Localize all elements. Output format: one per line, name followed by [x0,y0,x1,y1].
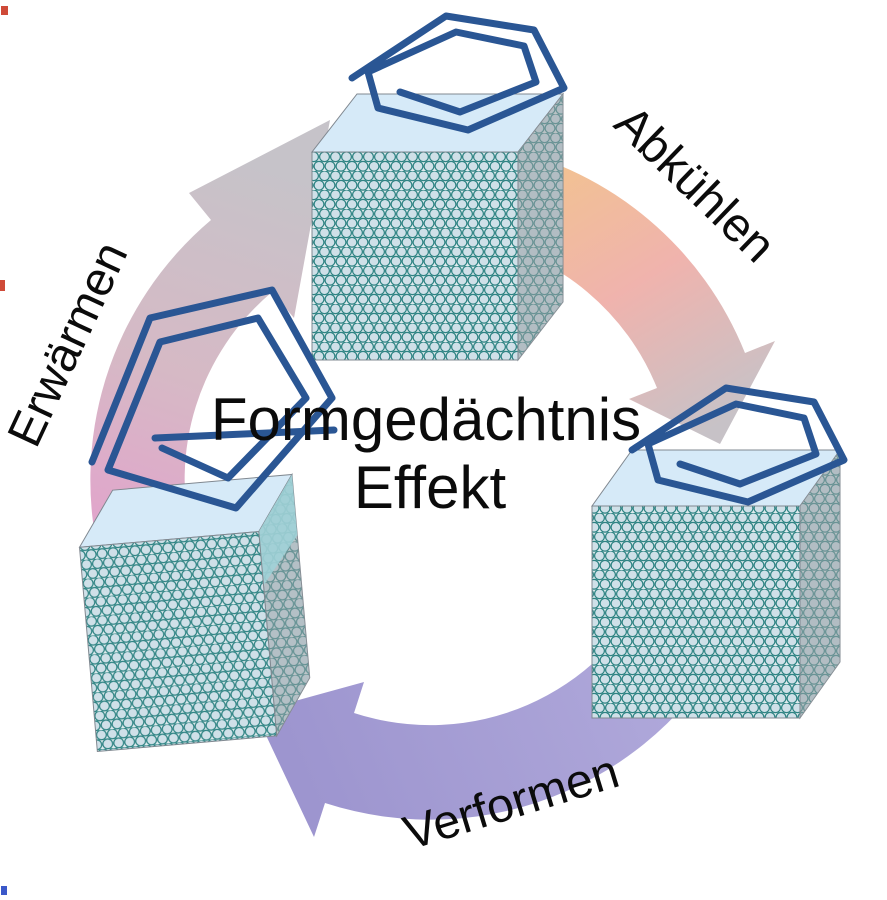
cube-front-face-lattice [311,151,519,361]
scan-artifact [1,886,7,895]
cube-front-face-lattice [78,531,278,753]
paperclip-bent-icon [88,286,338,512]
cube-left-deformed [78,472,311,753]
scan-artifact [0,280,5,291]
cube-side-face-accent [258,474,298,586]
cube-side-face-shade [800,450,840,718]
cube-top-recovered [310,92,565,362]
cycle-arrow-heat [90,120,331,568]
center-title-line1: Formgedächtnis [211,386,641,453]
cube-right-cooled [591,448,841,720]
cube-side-face-shade [518,94,563,360]
center-title-line2: Effekt [354,454,507,521]
scan-artifact [1,6,8,15]
cube-front-face-lattice [591,505,801,719]
